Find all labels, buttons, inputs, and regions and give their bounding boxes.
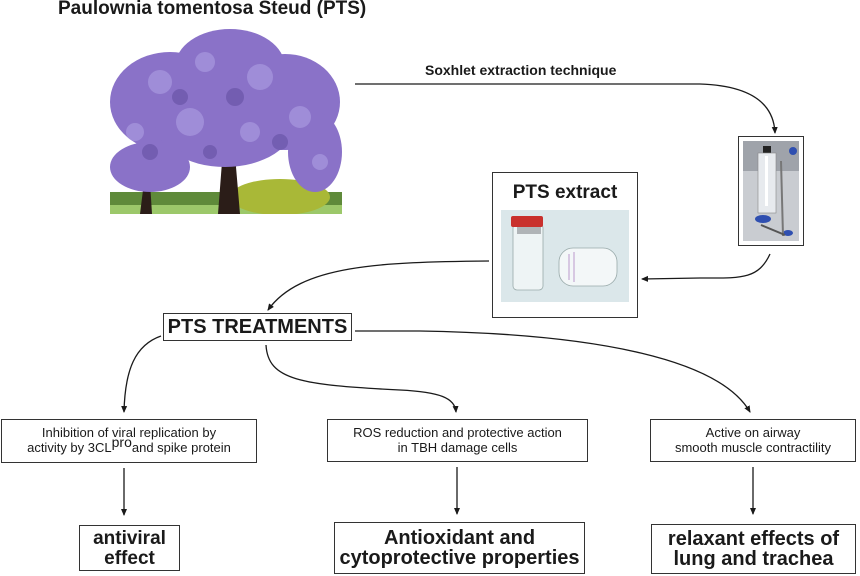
mechanism-text-line: Inhibition of viral replication by bbox=[41, 425, 217, 440]
extraction-step-label: Soxhlet extraction technique bbox=[425, 62, 617, 78]
soxhlet-apparatus-frame bbox=[738, 136, 804, 246]
arrow-treatments-to-mech3 bbox=[355, 330, 751, 413]
soxhlet-apparatus-photo bbox=[743, 141, 799, 241]
mechanism-text-line: smooth muscle contractility bbox=[674, 440, 832, 455]
pts-treatments-box: PTS TREATMENTS bbox=[163, 313, 352, 341]
mechanism-text-line: ROS reduction and protective action bbox=[353, 425, 562, 440]
arrow-tree-to-soxhlet bbox=[355, 83, 778, 134]
diagram-title: Paulownia tomentosa Steud (PTS) bbox=[58, 0, 367, 19]
tree-photo bbox=[110, 29, 342, 214]
effect-antiviral: antiviral effect bbox=[79, 525, 180, 571]
arrow-soxhlet-to-extract bbox=[641, 253, 771, 282]
arrow-treatments-to-mech1 bbox=[121, 335, 162, 413]
extract-title: PTS extract bbox=[512, 182, 618, 203]
mechanism-text-line: in TBH damage cells bbox=[397, 440, 518, 455]
mechanism-airway: Active on airway smooth muscle contracti… bbox=[650, 419, 856, 462]
mechanism-antiviral: Inhibition of viral replication by activ… bbox=[1, 419, 257, 463]
arrow-treatments-to-mech2 bbox=[265, 344, 459, 413]
mechanism-text-line: activity by 3CLproand spike protein bbox=[27, 434, 231, 455]
pts-extract-box: PTS extract bbox=[492, 172, 638, 318]
effect-relaxant: relaxant effects of lung and trachea bbox=[651, 524, 856, 574]
mechanism-antioxidant: ROS reduction and protective action in T… bbox=[327, 419, 588, 462]
effect-antioxidant: Antioxidant and cytoprotective propertie… bbox=[334, 522, 585, 574]
vials-photo bbox=[501, 210, 629, 302]
arrow-extract-to-treatments bbox=[267, 260, 490, 311]
mechanism-text-line: Active on airway bbox=[705, 425, 801, 440]
